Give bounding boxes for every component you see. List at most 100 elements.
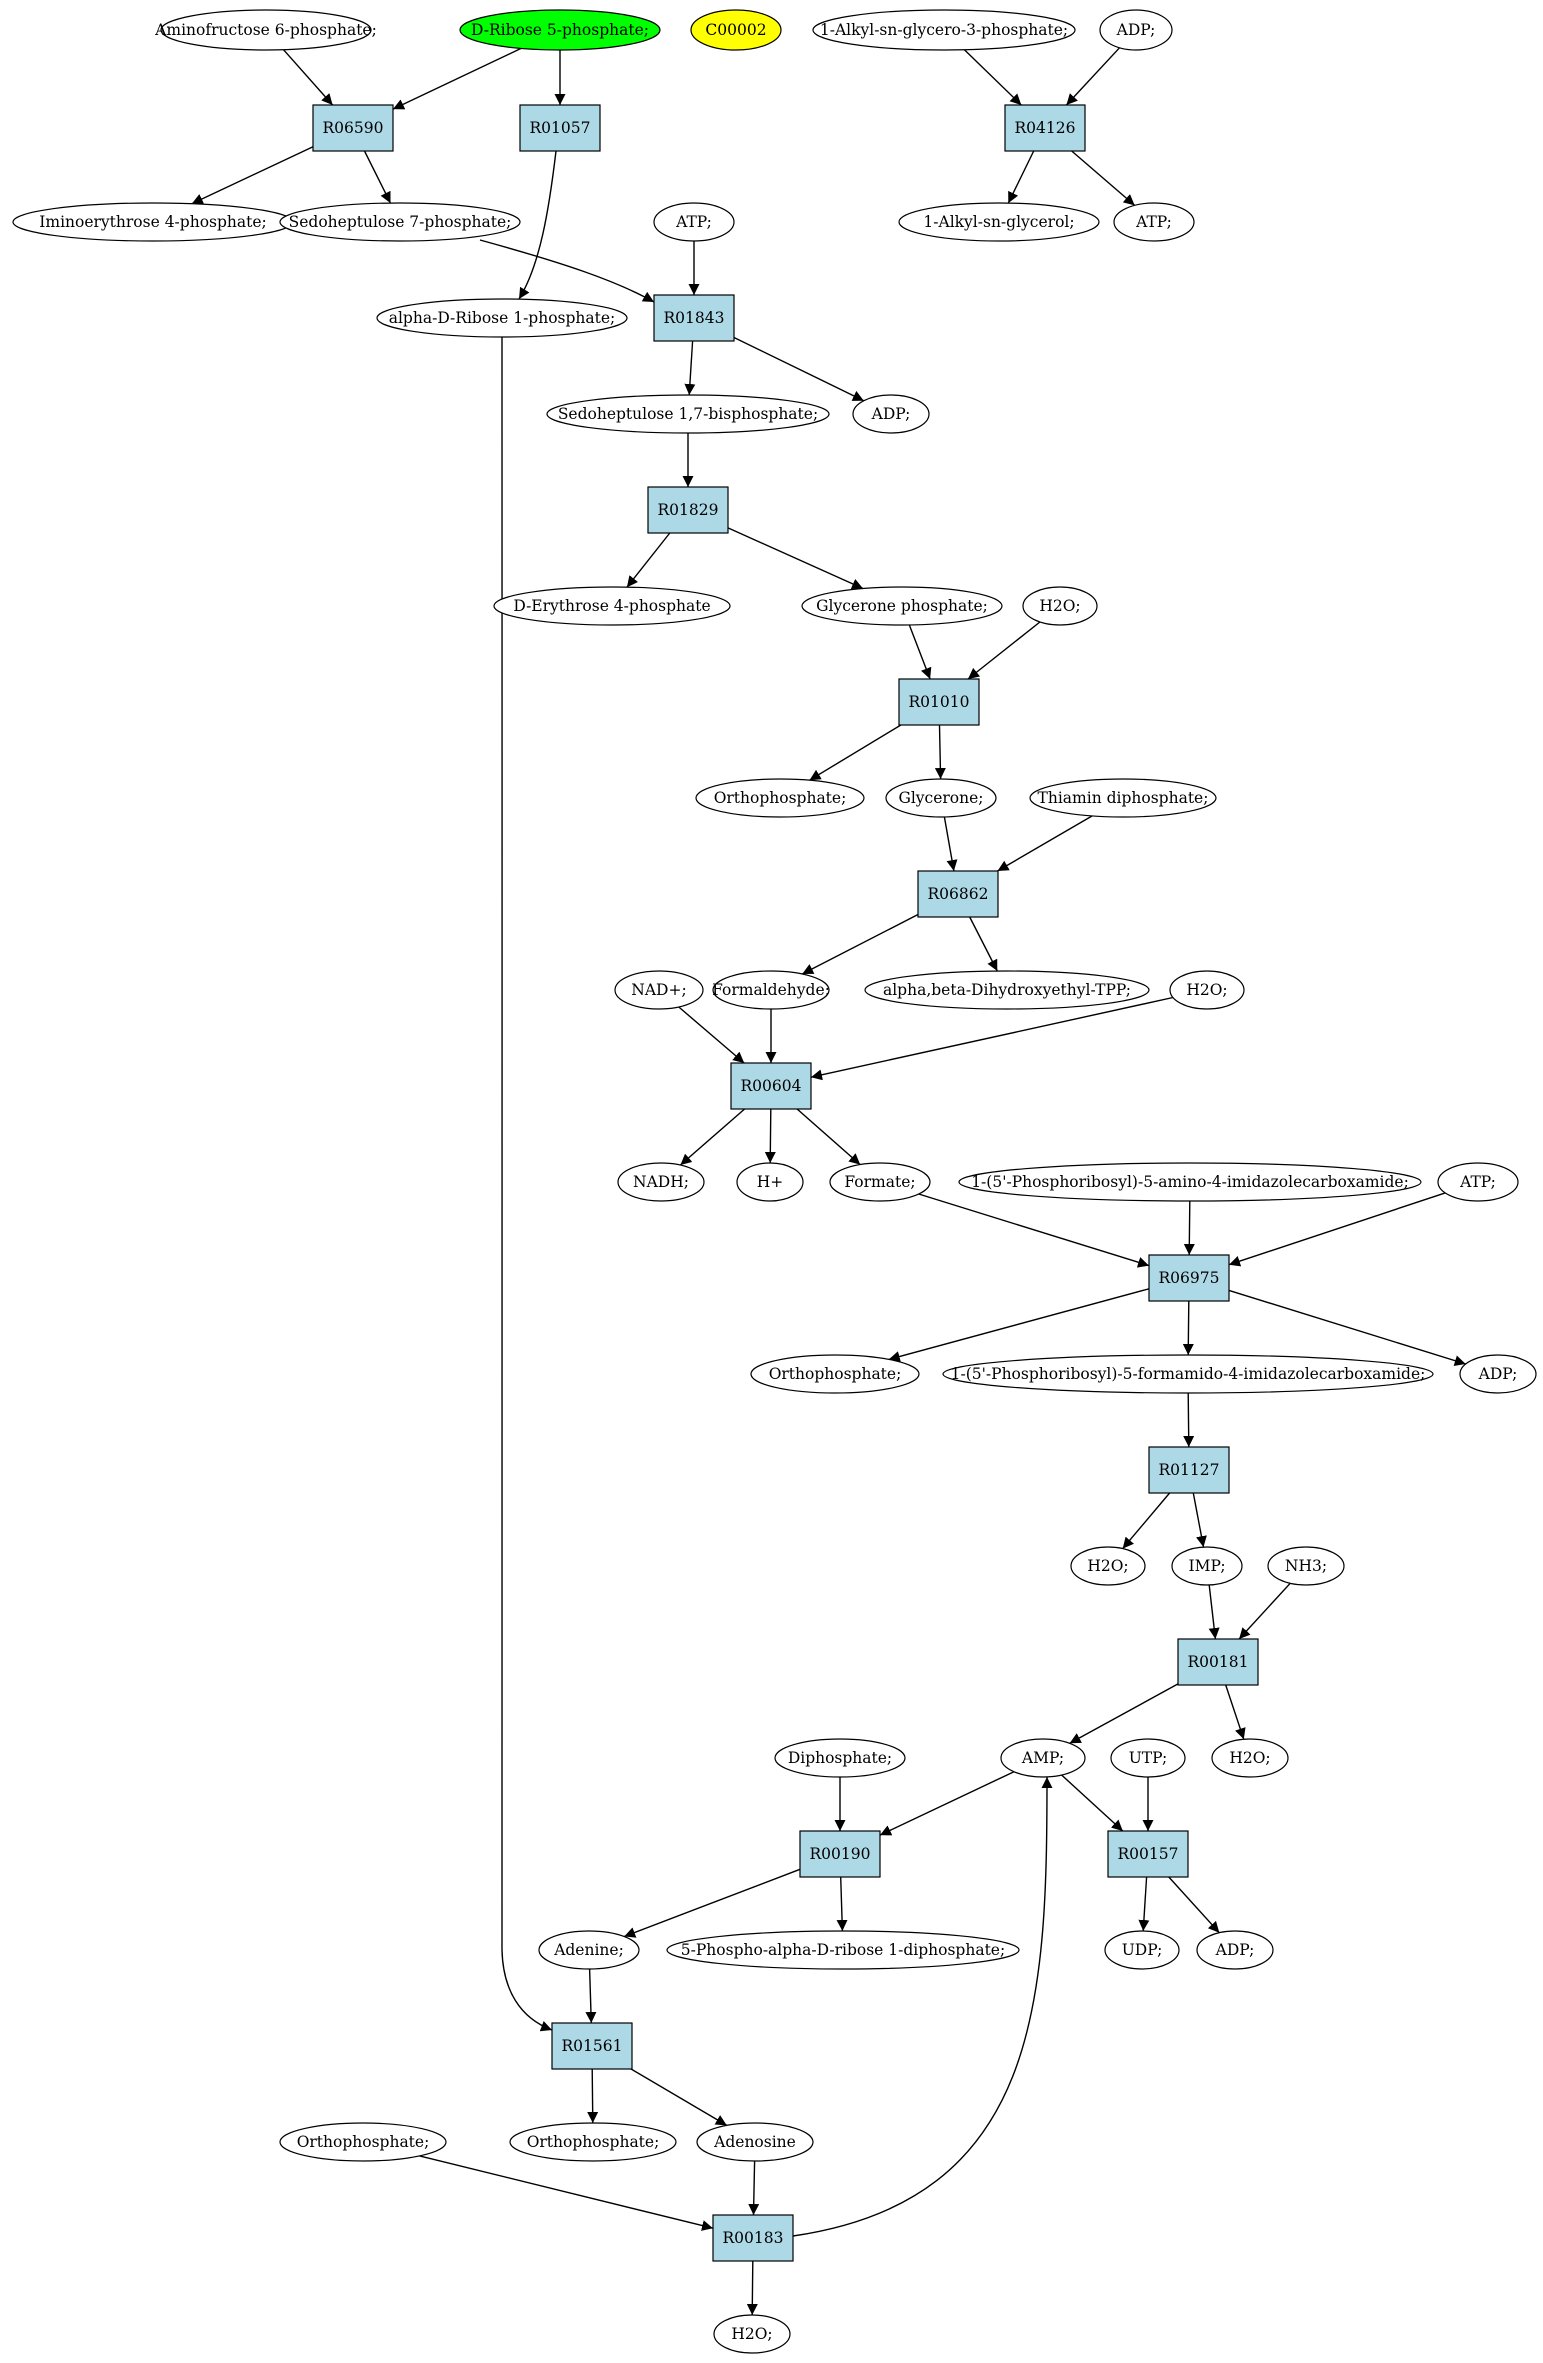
- compound-label: AMP;: [1021, 1749, 1064, 1767]
- edge-c39-to-r14: [585, 1968, 597, 2024]
- compound-ellipse: [812, 9, 1076, 51]
- compound-label: ATP;: [675, 213, 712, 231]
- edge-c5-to-r3: [1065, 47, 1121, 106]
- compound-label: Thiamin diphosphate;: [1038, 789, 1209, 807]
- reaction-label: R06590: [323, 119, 384, 137]
- edges-layer: [191, 47, 1466, 2316]
- reaction-box: [1148, 1446, 1230, 1494]
- compound-label: 5-Phospho-alpha-D-ribose 1-diphosphate;: [681, 1941, 1005, 1959]
- compound-node: NADH;: [617, 1162, 705, 1202]
- compound-ellipse: [546, 394, 830, 434]
- compound-ellipse: [1196, 1930, 1274, 1970]
- compound-ellipse: [885, 778, 997, 818]
- compound-node: alpha,beta-Dihydroxyethyl-TPP;: [864, 970, 1150, 1010]
- compound-ellipse: [713, 2314, 791, 2354]
- edge-c36-to-r12: [879, 1771, 1015, 1836]
- reaction-node: R01010: [898, 678, 980, 726]
- compound-label: ADP;: [871, 405, 911, 423]
- reaction-node: R00157: [1107, 1830, 1189, 1878]
- compound-label: alpha-D-Ribose 1-phosphate;: [389, 309, 616, 327]
- edge-c28-to-r9: [1228, 1192, 1446, 1267]
- edge-r8-to-c25: [764, 1108, 776, 1164]
- edge-r9-to-c29: [888, 1288, 1150, 1362]
- marker-compound-node: C00002: [690, 9, 782, 51]
- edge-r3-to-c9: [1007, 150, 1035, 204]
- compound-label: H+: [757, 1173, 784, 1191]
- compound-ellipse: [774, 1738, 906, 1778]
- compound-label: UTP;: [1129, 1749, 1168, 1767]
- reaction-box: [898, 678, 980, 726]
- compound-label: ADP;: [1215, 1941, 1255, 1959]
- compound-label: Orthophosphate;: [769, 1365, 902, 1383]
- compound-node: IMP;: [1171, 1546, 1243, 1586]
- compound-node: Orthophosphate;: [509, 2122, 677, 2162]
- edge-r12-to-c40: [836, 1876, 848, 1932]
- edge-c45-to-r15: [748, 2160, 760, 2216]
- edge-r15-to-c46: [746, 2260, 758, 2316]
- edge-c26-to-r9: [918, 1193, 1150, 1268]
- compound-ellipse: [653, 202, 735, 242]
- reaction-label: R01561: [562, 2037, 623, 2055]
- compound-label: ATP;: [1459, 1173, 1496, 1191]
- compound-node: 1-Alkyl-sn-glycero-3-phosphate;: [812, 9, 1076, 51]
- compound-ellipse: [852, 394, 930, 434]
- edge-c4-to-r3: [963, 49, 1022, 106]
- compound-node: Glycerone;: [885, 778, 997, 818]
- reaction-box: [799, 1830, 881, 1878]
- compound-node: AMP;: [1000, 1738, 1086, 1778]
- compound-label: Glycerone phosphate;: [816, 597, 988, 615]
- compound-label: Diphosphate;: [788, 1749, 892, 1767]
- compound-label: Formate;: [844, 1173, 915, 1191]
- reaction-box: [519, 104, 601, 152]
- edge-r9-to-c31: [1228, 1289, 1466, 1366]
- compound-label: H2O;: [1039, 597, 1080, 615]
- compound-label: Iminoerythrose 4-phosphate;: [39, 213, 267, 231]
- compound-label: 1-(5'-Phosphoribosyl)-5-amino-4-imidazol…: [971, 1173, 1409, 1191]
- reaction-label: R06862: [928, 885, 989, 903]
- edge-r15-to-c36: [792, 1776, 1053, 2237]
- edge-r5-to-c14: [626, 532, 671, 588]
- compound-label: H2O;: [1229, 1749, 1270, 1767]
- compound-label: H2O;: [731, 2325, 772, 2343]
- compound-ellipse: [750, 1354, 920, 1394]
- reaction-box: [653, 294, 735, 342]
- edge-c1-to-r1: [282, 49, 334, 106]
- reaction-label: R00183: [723, 2229, 784, 2247]
- reaction-label: R01127: [1159, 1461, 1220, 1479]
- reaction-box: [551, 2022, 633, 2070]
- compound-node: ATP;: [653, 202, 735, 242]
- nodes-layer: Aminofructose 6-phosphate;D-Ribose 5-pho…: [12, 9, 1537, 2354]
- edge-r11-to-c38: [1225, 1684, 1246, 1740]
- reaction-label: R00181: [1188, 1653, 1249, 1671]
- compound-label: NH3;: [1285, 1557, 1327, 1575]
- compound-ellipse: [736, 1162, 804, 1202]
- compound-ellipse: [1211, 1738, 1289, 1778]
- reaction-box: [312, 104, 394, 152]
- edge-r13-to-c42: [1168, 1876, 1220, 1934]
- edge-c11-to-r14: [500, 336, 553, 2032]
- compound-label: IMP;: [1188, 1557, 1225, 1575]
- compound-ellipse: [942, 1354, 1434, 1394]
- compound-ellipse: [712, 970, 830, 1010]
- compound-ellipse: [1070, 1546, 1146, 1586]
- reaction-node: R00190: [799, 1830, 881, 1878]
- compound-label: Formaldehyde;: [712, 981, 830, 999]
- compound-ellipse: [509, 2122, 677, 2162]
- compound-label: 1-Alkyl-sn-glycerol;: [923, 213, 1074, 231]
- edge-c34-to-r11: [1238, 1582, 1291, 1640]
- compound-label: ADP;: [1478, 1365, 1518, 1383]
- compound-node: H2O;: [1022, 586, 1098, 626]
- compound-label: Sedoheptulose 7-phosphate;: [289, 213, 512, 231]
- reaction-node: R01829: [647, 486, 729, 534]
- start-compound-node: D-Ribose 5-phosphate;: [459, 9, 661, 51]
- reaction-label: R00604: [741, 1077, 802, 1095]
- compound-ellipse: [1459, 1354, 1537, 1394]
- compound-node: H2O;: [1070, 1546, 1146, 1586]
- compound-node: Thiamin diphosphate;: [1029, 778, 1217, 818]
- edge-c43-to-r15: [419, 2155, 714, 2231]
- compound-label: Orthophosphate;: [297, 2133, 430, 2151]
- reaction-box: [1004, 104, 1086, 152]
- compound-label: NADH;: [633, 1173, 689, 1191]
- compound-node: 5-Phospho-alpha-D-ribose 1-diphosphate;: [666, 1930, 1020, 1970]
